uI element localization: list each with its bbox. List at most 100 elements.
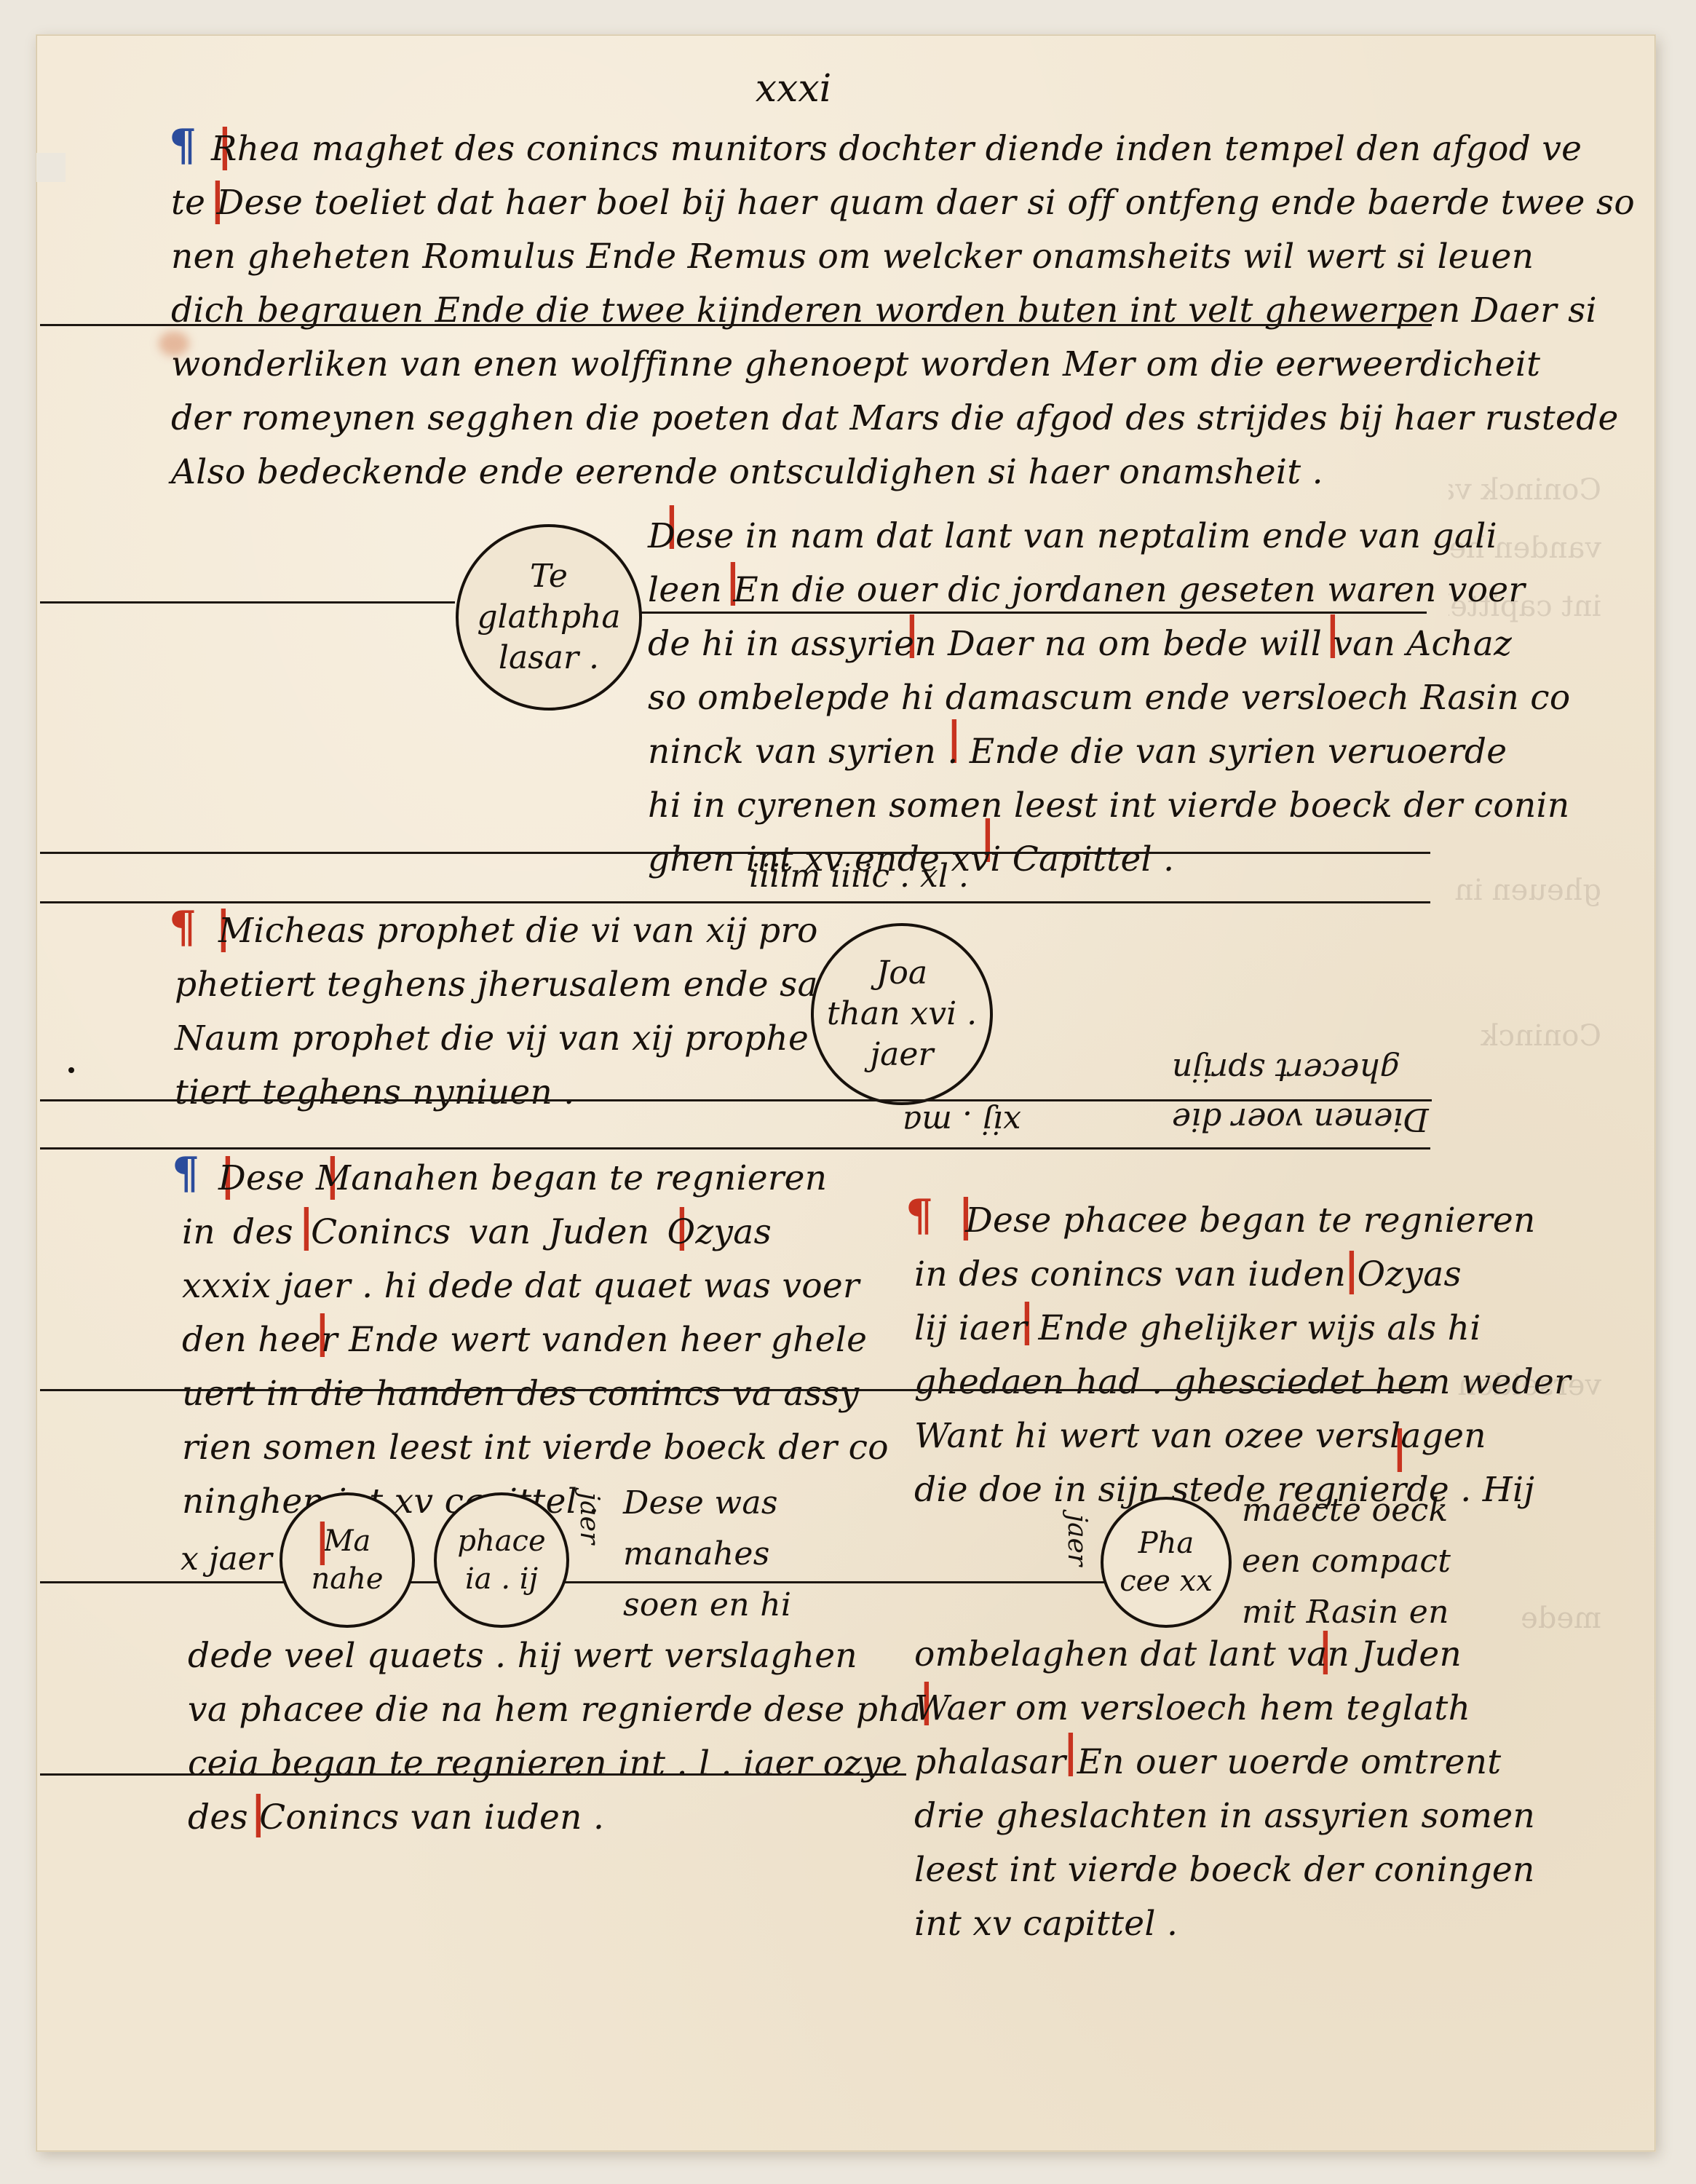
ruled-line [40, 1147, 1430, 1150]
roundel-phacee: Pha cee xx [1101, 1497, 1232, 1628]
ruled-line [40, 1773, 906, 1776]
manahem-side-note: Dese was manahes soen en hi [623, 1478, 792, 1631]
text-line: hi in cyrenen somen leest int vierde boe… [648, 786, 1570, 826]
text-line: rien somen leest int vierde boeck der co [182, 1428, 889, 1468]
text-line: een compact [1242, 1543, 1451, 1580]
paper-leaf [36, 35, 1655, 2151]
phacee-side-note: maecte oeck een compact mit Rasin en [1242, 1485, 1451, 1638]
teglathphalasar-paragraph: Dese in nam dat lant van neptalim ende v… [648, 510, 1571, 887]
manahem-paragraph-bottom: dede veel quaets . hij wert verslaghen v… [188, 1629, 922, 1845]
rubric-initial-icon: | [314, 1307, 330, 1358]
rubric-initial-icon: | [1392, 1422, 1408, 1473]
rubric-initial-icon: | [250, 1787, 266, 1838]
text-line: so ombelepde hi damascum ende versloech … [648, 678, 1571, 718]
rubric-initial-icon: | [298, 1200, 314, 1251]
rubric-initial-icon: | [220, 1150, 236, 1200]
mirrored-line: Dienen voer die [1172, 1101, 1429, 1138]
text-line: Waer om versloech hem teglath [914, 1688, 1471, 1728]
folio-number: xxxi [755, 67, 832, 111]
text-line: ghedaen had . ghesciedet hem weder [914, 1362, 1571, 1402]
text-line: nen gheheten Romulus Ende Remus om welck… [171, 237, 1534, 277]
rubric-initial-icon: | [1325, 608, 1341, 659]
paragraph-mark-icon: ¶ [169, 902, 197, 953]
ruled-line [40, 1389, 943, 1391]
phacee-paragraph-top: Dese phacee began te regnieren in des co… [914, 1194, 1571, 1517]
text-line: Micheas prophet die vi van xij pro [218, 911, 818, 951]
text-line: Dese Manahen began te regnieren [218, 1158, 828, 1198]
rubric-initial-icon: | [1344, 1244, 1360, 1295]
text-line: ghen int xv ende xvi Capittel . [648, 839, 1175, 879]
roundel-manahem: Ma nahe [280, 1492, 415, 1628]
text-line: des Conincs van iuden . [188, 1797, 605, 1837]
rubric-initial-icon: | [314, 1515, 330, 1566]
text-line: Dese phacee began te regnieren [965, 1200, 1536, 1241]
rubric-initial-icon: | [1063, 1726, 1079, 1777]
rubric-initial-icon: | [1019, 1295, 1035, 1346]
text-line: tiert teghens nyniuen . [175, 1072, 575, 1112]
rubric-initial-icon: | [674, 1200, 690, 1251]
rubric-initial-icon: | [210, 174, 226, 225]
text-line: de hi in assyrien Daer na om bede will v… [648, 624, 1513, 664]
text-line: Also bedeckende ende eerende ontsculdigh… [171, 452, 1323, 492]
vertical-jaer-label: jaer [574, 1492, 604, 1545]
roundel-joathan: Joa than xvi . jaer [811, 923, 993, 1105]
text-line: den heer Ende wert vanden heer ghele [182, 1320, 868, 1360]
text-line: phetiert teghens jherusalem ende samarie… [175, 965, 942, 1005]
text-line: ceia began te regnieren int . l . iaer o… [188, 1744, 903, 1784]
year-header: iiiim iiiic . xl . [749, 858, 969, 895]
text-line: wonderliken van enen wolffinne ghenoept … [171, 344, 1541, 384]
text-line: Rhea maghet des conincs munitors dochter… [211, 129, 1582, 169]
ruled-line [40, 852, 1430, 854]
text-line: phalasar En ouer uoerde omtrent [914, 1742, 1502, 1782]
phacee-paragraph-bottom: ombelaghen dat lant van Juden Waer om ve… [914, 1628, 1536, 1951]
text-line: xxxix jaer . hi dede dat quaet was voer [182, 1266, 860, 1306]
text-line: in des conincs van iuden Ozyas [914, 1254, 1462, 1294]
micheas-paragraph: Micheas prophet die vi van xij pro pheti… [175, 904, 942, 1120]
text-line: int xv capittel . [914, 1904, 1178, 1944]
text-line: Naum prophet die vij van xij prophe [175, 1018, 809, 1059]
text-line: dich begrauen Ende die twee kijnderen wo… [171, 290, 1597, 331]
text-line: Dese was [623, 1484, 778, 1522]
roundel-teglathphalasar: Te glathpha lasar . [456, 524, 642, 711]
ruled-line [40, 901, 1430, 903]
paragraph-mark-icon: ¶ [172, 1148, 200, 1199]
intro-paragraph: Rhea maghet des conincs munitors dochter… [171, 122, 1635, 499]
ruled-line [40, 1099, 1432, 1101]
text-line: der romeynen segghen die poeten dat Mars… [171, 398, 1619, 438]
red-stain [159, 331, 189, 356]
ruled-line [40, 601, 455, 604]
ruled-line [641, 612, 1427, 614]
text-line: drie gheslachten in assyrien somen [914, 1796, 1536, 1836]
ruled-line [40, 324, 1432, 326]
paragraph-mark-icon: ¶ [906, 1190, 934, 1241]
paragraph-mark-icon: ¶ [169, 120, 197, 171]
rubric-initial-icon: | [958, 1190, 974, 1241]
paper-nick [36, 172, 58, 179]
rubric-initial-icon: | [919, 1675, 935, 1726]
text-line: in des Conincs van Juden Ozyas [182, 1212, 772, 1252]
rubric-initial-icon: | [904, 608, 920, 659]
text-line: te Dese toeliet dat haer boel bij haer q… [171, 183, 1635, 223]
text-line: uert in die handen des conincs va assy [182, 1374, 860, 1414]
rubric-initial-icon: | [217, 120, 233, 171]
ruled-line [40, 1581, 1213, 1583]
rubric-initial-icon: | [725, 555, 741, 606]
text-line: soen en hi [623, 1586, 792, 1623]
text-line: va phacee die na hem regnierde dese pha [188, 1690, 922, 1730]
margin-dot [68, 1067, 74, 1073]
rubric-initial-icon: | [664, 499, 680, 550]
rubric-initial-icon: | [980, 812, 996, 863]
text-line: ninck van syrien . Ende die van syrien v… [648, 732, 1507, 772]
rubric-initial-icon: | [946, 713, 962, 764]
label-x-jaer: x jaer [181, 1540, 272, 1578]
rubric-initial-icon: | [1317, 1624, 1334, 1675]
text-line: Want hi wert van ozee verslagen [914, 1416, 1486, 1456]
roundel-phaceia: phace ia . ij [434, 1492, 569, 1628]
manahem-paragraph-top: Dese Manahen began te regnieren in des C… [182, 1152, 889, 1529]
text-line: lij iaer Ende ghelijker wijs als hi [914, 1308, 1481, 1348]
lower-header: xij . ma [903, 1104, 1021, 1141]
text-line: manahes [623, 1535, 770, 1572]
text-line: Dese in nam dat lant van neptalim ende v… [648, 516, 1497, 556]
ruled-line [772, 1389, 1430, 1391]
vertical-jaer-label: jaer [1062, 1514, 1092, 1567]
